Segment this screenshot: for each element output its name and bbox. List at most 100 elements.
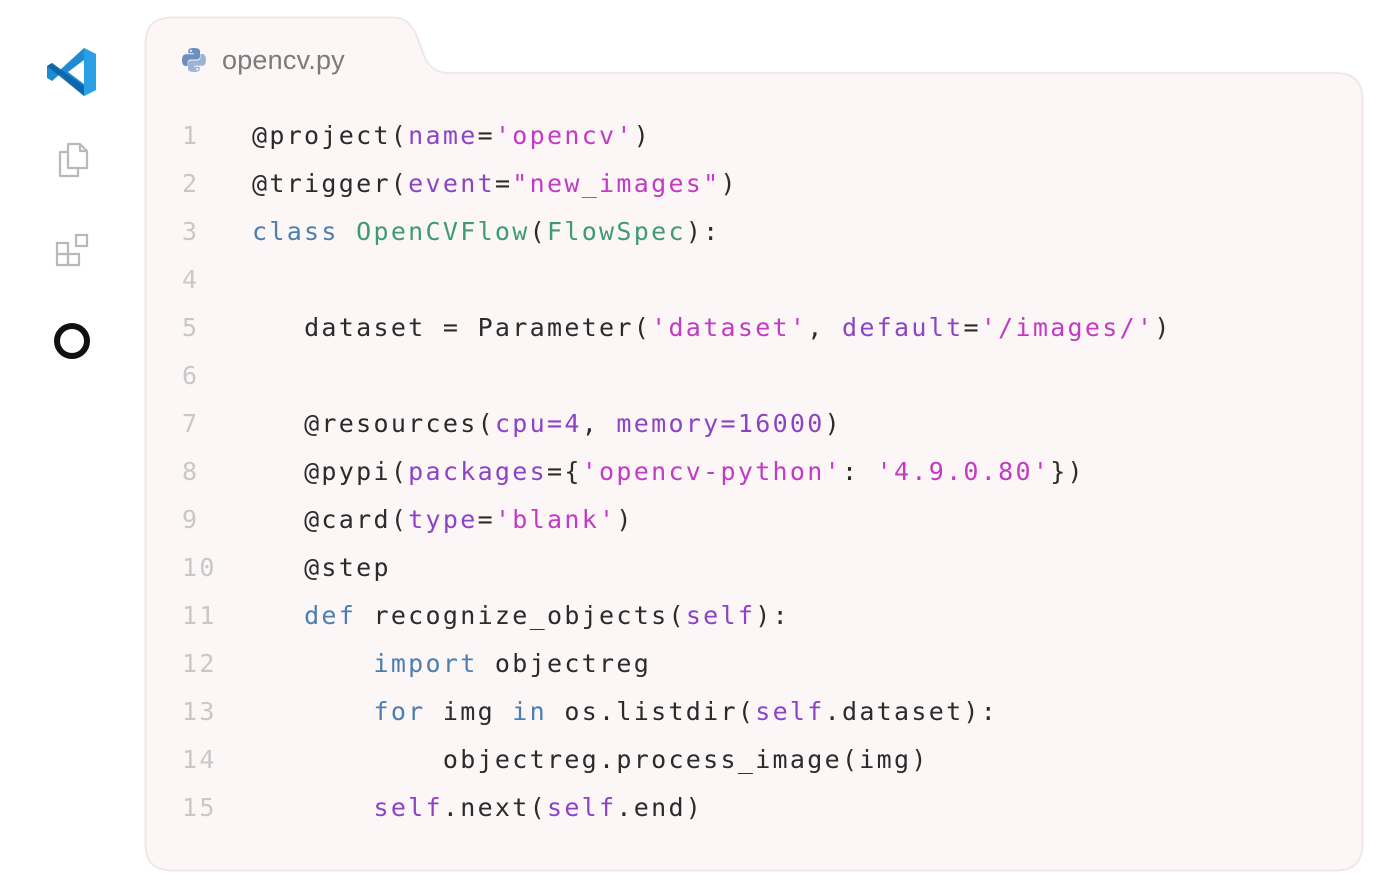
- code-token: @resources(: [304, 409, 495, 438]
- code-token: type: [408, 505, 478, 534]
- code-line: 12 import objectreg: [144, 640, 1364, 688]
- vscode-logo-icon[interactable]: [46, 46, 98, 98]
- code-token: ={: [546, 457, 582, 486]
- code-token: 'opencv-python': [581, 457, 842, 486]
- line-number: 12: [182, 649, 217, 678]
- code-text: for img in os.listdir(self.dataset):: [252, 688, 998, 736]
- code-token: class: [252, 217, 339, 246]
- code-token: ): [720, 169, 738, 198]
- code-token: import: [373, 649, 478, 678]
- code-token: ): [616, 505, 634, 534]
- code-line: 6: [144, 352, 1364, 400]
- outerbounds-logo-icon[interactable]: [52, 321, 92, 361]
- line-number: 8: [182, 457, 200, 486]
- code-text: class OpenCVFlow(FlowSpec):: [252, 208, 721, 256]
- line-number: 5: [182, 313, 200, 342]
- code-token: packages: [408, 457, 547, 486]
- code-token: ,: [581, 409, 617, 438]
- tab-opencv-py[interactable]: opencv.py: [180, 42, 345, 78]
- code-token: in: [512, 697, 547, 726]
- line-number: 7: [182, 409, 200, 438]
- code-text: @project(name='opencv'): [252, 112, 651, 160]
- code-token: name: [408, 121, 478, 150]
- code-token: self: [546, 793, 617, 822]
- extensions-icon[interactable]: [55, 232, 91, 268]
- code-line: 13 for img in os.listdir(self.dataset):: [144, 688, 1364, 736]
- code-token: =: [477, 121, 495, 150]
- indent: [252, 553, 304, 582]
- code-token: @step: [304, 553, 391, 582]
- code-line: 9 @card(type='blank'): [144, 496, 1364, 544]
- code-token: self: [685, 601, 756, 630]
- code-token: default: [841, 313, 964, 342]
- code-token: :: [841, 457, 877, 486]
- line-number: 3: [182, 217, 200, 246]
- code-text: import objectreg: [252, 640, 651, 688]
- code-line: 15 self.next(self.end): [144, 784, 1364, 832]
- code-token: =: [494, 169, 513, 198]
- indent: [252, 649, 373, 678]
- line-number: 2: [182, 169, 200, 198]
- line-number: 11: [182, 601, 217, 630]
- code-text: @trigger(event="new_images"): [252, 160, 738, 208]
- code-token: '4.9.0.80': [876, 457, 1051, 486]
- code-token: ): [1154, 313, 1172, 342]
- code-token: 'blank': [494, 505, 617, 534]
- code-token: [339, 217, 356, 246]
- code-line: 10 @step: [144, 544, 1364, 592]
- tab-label: opencv.py: [222, 44, 345, 75]
- code-token: @pypi(: [304, 457, 409, 486]
- code-token: for: [373, 697, 426, 726]
- code-text: objectreg.process_image(img): [252, 736, 929, 784]
- line-number: 6: [182, 361, 200, 390]
- code-token: 'opencv': [494, 121, 634, 150]
- code-line: 14 objectreg.process_image(img): [144, 736, 1364, 784]
- code-token: .end): [616, 793, 704, 822]
- code-token: dataset = Parameter(: [304, 313, 652, 342]
- code-text: @pypi(packages={'opencv-python': '4.9.0.…: [252, 448, 1085, 496]
- code-token: '/images/': [980, 313, 1155, 342]
- editor-background: [144, 16, 1364, 872]
- line-number: 9: [182, 505, 200, 534]
- code-line: 8 @pypi(packages={'opencv-python': '4.9.…: [144, 448, 1364, 496]
- code-token: memory=16000: [616, 409, 825, 438]
- code-area[interactable]: 1@project(name='opencv')2@trigger(event=…: [144, 112, 1364, 832]
- code-token: (: [529, 217, 547, 246]
- editor-panel: opencv.py 1@project(name='opencv') 2 @trig…: [144, 16, 1364, 872]
- code-token: =: [477, 505, 495, 534]
- indent: [252, 601, 304, 630]
- code-line: 1@project(name='opencv'): [144, 112, 1364, 160]
- line-number: 10: [182, 553, 217, 582]
- code-text: @step: [252, 544, 391, 592]
- code-text: @card(type='blank'): [252, 496, 634, 544]
- indent: [252, 745, 443, 774]
- code-token: =: [963, 313, 981, 342]
- code-token: img: [425, 697, 513, 726]
- code-token: self: [755, 697, 825, 726]
- python-icon: [182, 48, 206, 72]
- code-token: FlowSpec: [547, 217, 686, 246]
- code-token: ):: [755, 601, 790, 630]
- code-token: ): [633, 121, 652, 150]
- code-token: @trigger(: [252, 169, 409, 198]
- code-line: 11 def recognize_objects(self):: [144, 592, 1364, 640]
- code-text: dataset = Parameter('dataset', default='…: [252, 304, 1172, 352]
- code-token: OpenCVFlow: [356, 217, 530, 246]
- line-number: 4: [182, 265, 200, 294]
- code-token: @card(: [304, 505, 409, 534]
- activity-bar: [0, 0, 145, 888]
- code-token: @project(: [252, 121, 409, 150]
- code-token: "new_images": [512, 169, 721, 198]
- code-token: objectreg.process_image(img): [442, 745, 929, 774]
- code-token: recognize_objects(: [356, 601, 686, 630]
- code-line: 5 dataset = Parameter('dataset', default…: [144, 304, 1364, 352]
- code-token: 'dataset': [651, 313, 808, 342]
- code-token: }): [1050, 457, 1085, 486]
- code-token: ):: [685, 217, 721, 246]
- indent: [252, 505, 304, 534]
- code-token: .next(: [442, 793, 547, 822]
- code-token: event: [408, 169, 495, 198]
- line-number: 13: [182, 697, 217, 726]
- code-text: @resources(cpu=4, memory=16000): [252, 400, 842, 448]
- copy-files-icon[interactable]: [56, 142, 90, 178]
